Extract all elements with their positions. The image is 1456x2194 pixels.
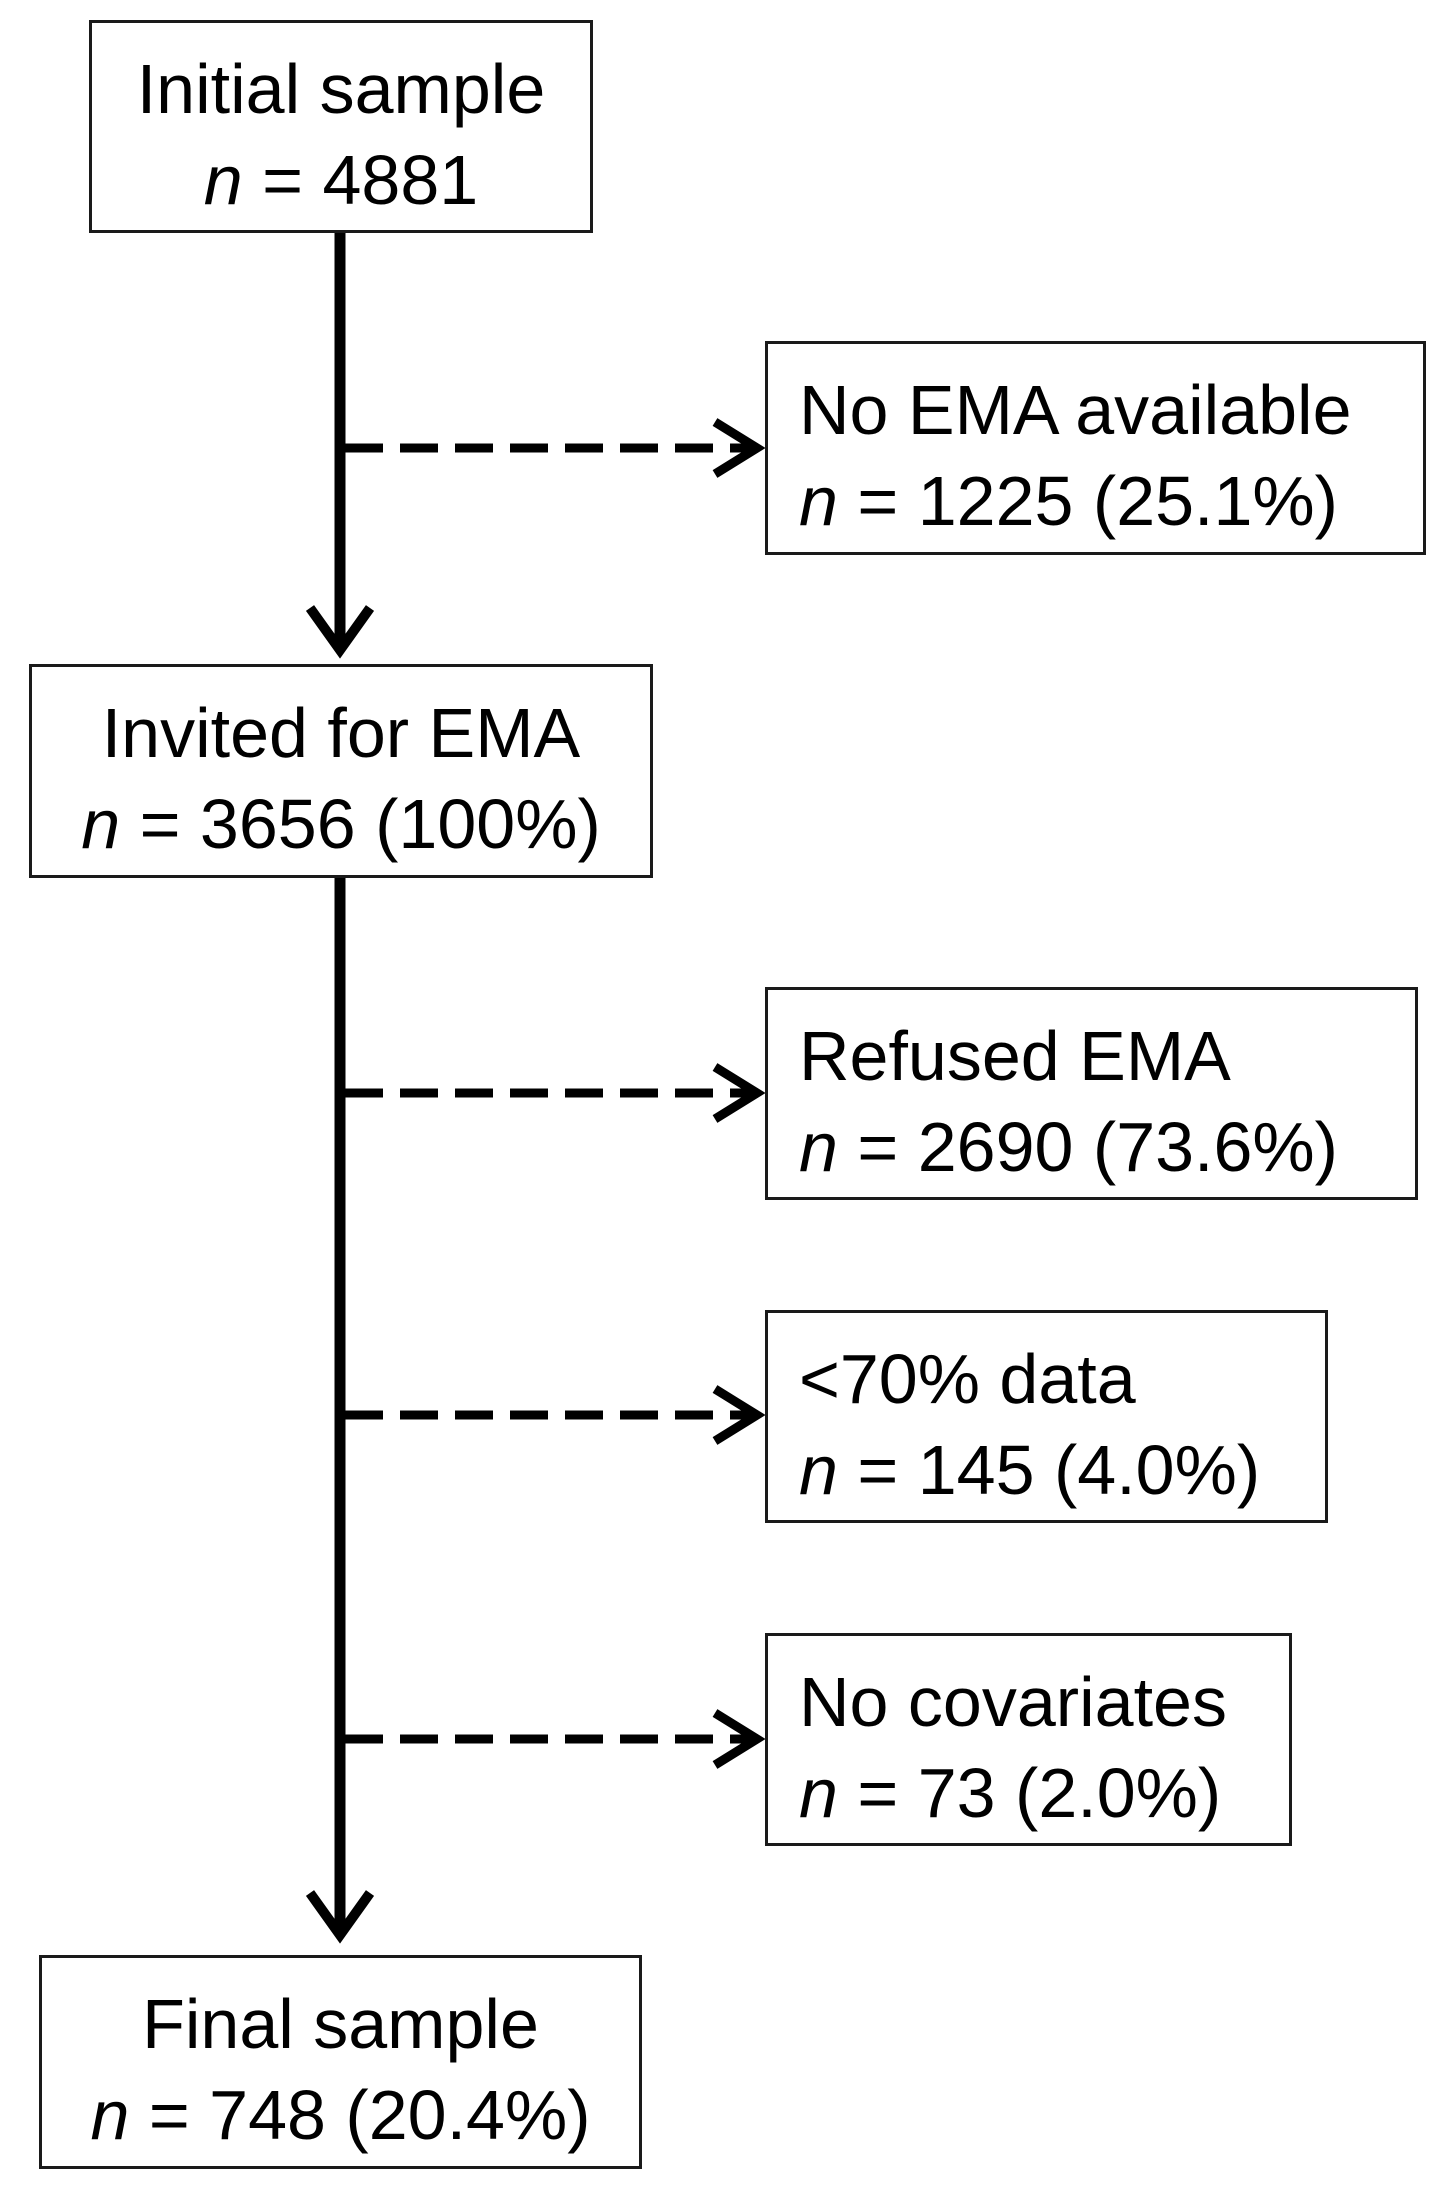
exclusion-arrowhead-no-covariates <box>712 1709 766 1769</box>
no-ema-available-count: n = 1225 (25.1%) <box>799 462 1338 540</box>
arrowhead-to-invited <box>305 605 375 659</box>
no-covariates-count: n = 73 (2.0%) <box>799 1754 1222 1832</box>
final-sample-title: Final sample <box>142 1985 539 2063</box>
low-data-box: <70% data n = 145 (4.0%) <box>765 1310 1328 1523</box>
invited-for-ema-count: n = 3656 (100%) <box>81 785 601 863</box>
no-ema-available-title: No EMA available <box>799 371 1352 449</box>
no-ema-available-box: No EMA available n = 1225 (25.1%) <box>765 341 1426 555</box>
invited-for-ema-title: Invited for EMA <box>101 694 581 772</box>
refused-ema-box: Refused EMA n = 2690 (73.6%) <box>765 987 1418 1200</box>
no-covariates-title: No covariates <box>799 1663 1227 1741</box>
low-data-count: n = 145 (4.0%) <box>799 1431 1261 1509</box>
no-covariates-box: No covariates n = 73 (2.0%) <box>765 1633 1292 1846</box>
exclusion-arrowhead-no-ema <box>712 418 766 478</box>
refused-ema-count: n = 2690 (73.6%) <box>799 1108 1338 1186</box>
exclusion-arrowhead-low-data <box>712 1385 766 1445</box>
invited-for-ema-box: Invited for EMA n = 3656 (100%) <box>29 664 653 878</box>
low-data-title: <70% data <box>799 1340 1136 1418</box>
initial-sample-count: n = 4881 <box>203 141 479 219</box>
arrowhead-to-final <box>305 1890 375 1944</box>
initial-sample-title: Initial sample <box>136 50 546 128</box>
final-sample-count: n = 748 (20.4%) <box>90 2076 591 2154</box>
initial-sample-box: Initial sample n = 4881 <box>89 20 593 233</box>
refused-ema-title: Refused EMA <box>799 1017 1231 1095</box>
final-sample-box: Final sample n = 748 (20.4%) <box>39 1955 642 2169</box>
exclusion-arrowhead-refused <box>712 1063 766 1123</box>
